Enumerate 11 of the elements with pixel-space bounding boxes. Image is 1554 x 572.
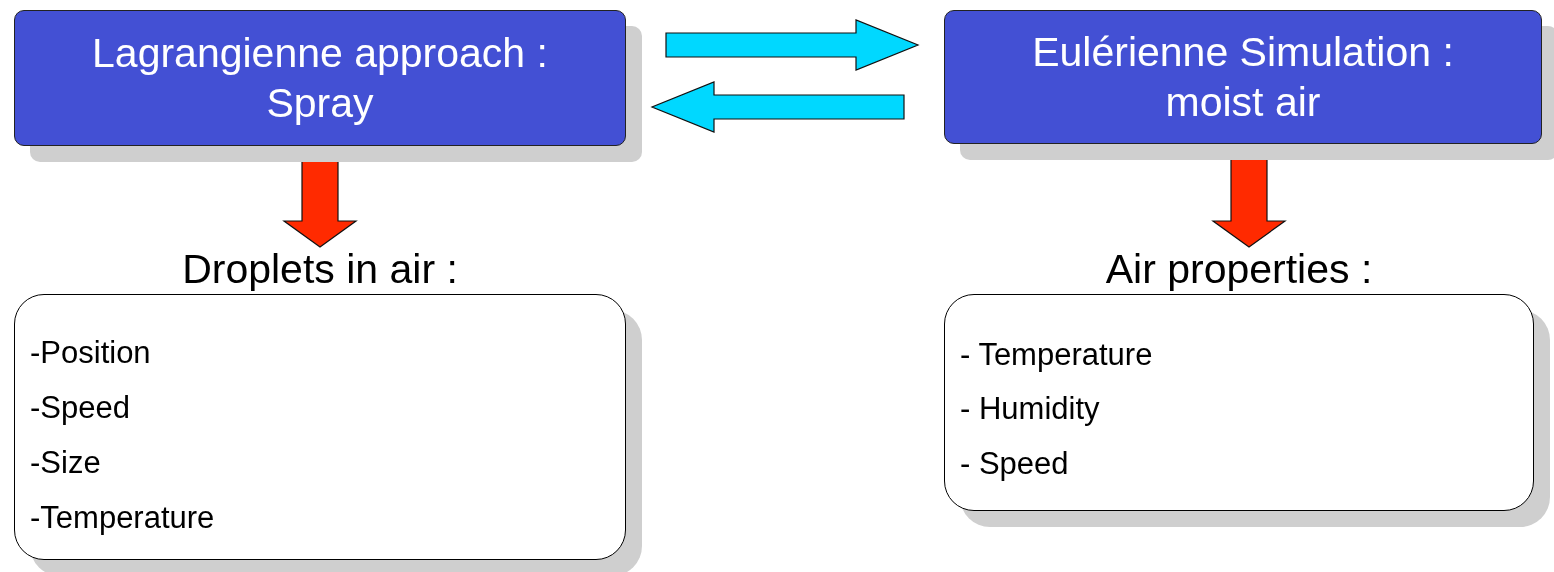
list-item: - Temperature xyxy=(960,337,1153,373)
block-arrow xyxy=(665,19,920,71)
block-arrow xyxy=(650,81,905,133)
list-item: - Humidity xyxy=(960,391,1100,427)
section-heading: Droplets in air : xyxy=(181,245,459,293)
list-item: -Speed xyxy=(30,390,130,426)
list-item: -Position xyxy=(30,335,151,371)
section-heading: Air properties : xyxy=(1104,245,1374,293)
list-item: -Size xyxy=(30,445,101,481)
list-item: - Speed xyxy=(960,446,1069,482)
list-item: -Temperature xyxy=(30,500,215,536)
